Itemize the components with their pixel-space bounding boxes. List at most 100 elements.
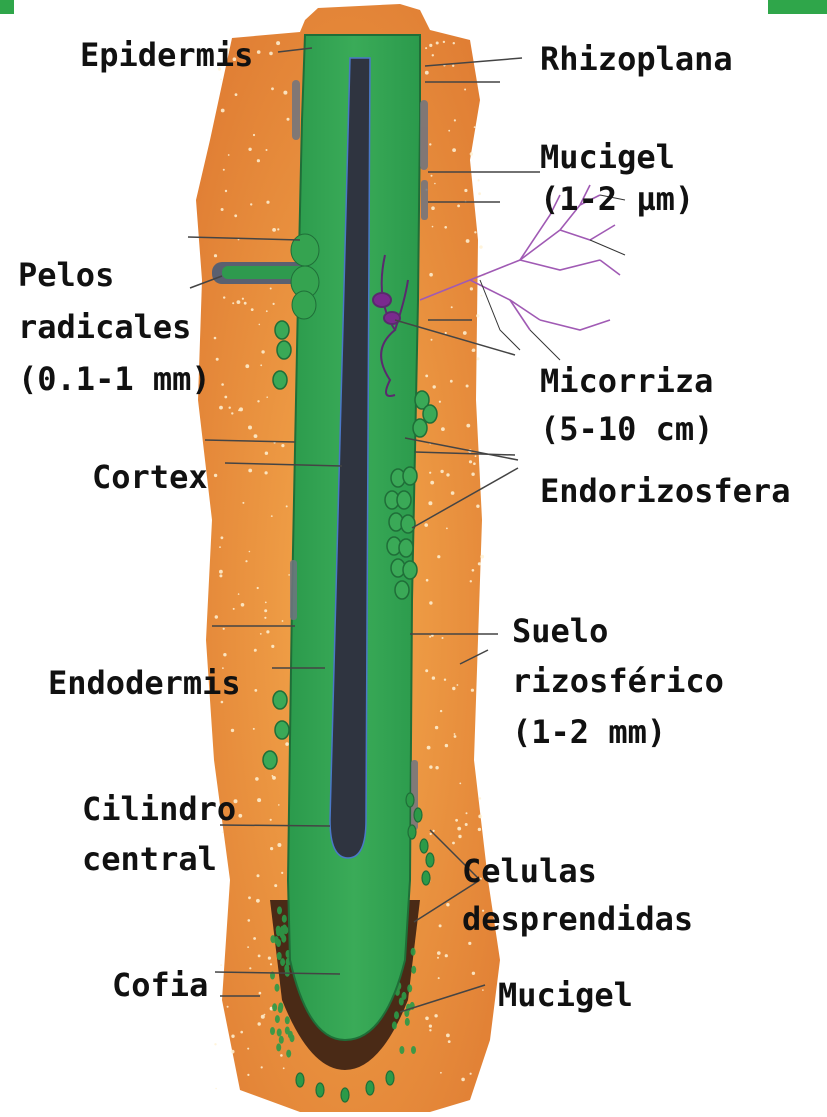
- soil-particle: [430, 833, 432, 835]
- soil-particle: [264, 609, 267, 612]
- soil-particle: [214, 254, 217, 257]
- soil-particle: [277, 228, 279, 230]
- soil-particle: [429, 601, 432, 604]
- soil-particle: [461, 1078, 465, 1082]
- soil-particle: [476, 505, 479, 508]
- soil-particle: [261, 1066, 263, 1068]
- soil-particle: [271, 645, 274, 648]
- cap-cell: [270, 1027, 275, 1035]
- soil-particle: [250, 203, 252, 205]
- label-endorizosfera: Endorizosfera: [540, 472, 790, 510]
- soil-particle: [428, 501, 432, 505]
- soil-particle: [466, 812, 468, 814]
- soil-particle: [253, 134, 255, 136]
- soil-particle: [270, 288, 272, 290]
- soil-particle: [283, 91, 287, 95]
- soil-particle: [248, 148, 251, 151]
- soil-particle: [478, 562, 481, 565]
- bacterial-cell: [277, 341, 291, 359]
- soil-particle: [437, 555, 440, 558]
- soil-particle: [242, 502, 244, 504]
- cap-cell: [282, 925, 287, 933]
- soil-particle: [473, 462, 476, 465]
- soil-particle: [257, 50, 261, 54]
- soil-particle: [248, 919, 251, 922]
- soil-particle: [478, 192, 481, 195]
- cap-cell: [279, 1036, 284, 1044]
- soil-particle: [431, 339, 433, 341]
- soil-particle: [233, 608, 235, 610]
- soil-particle: [424, 523, 428, 527]
- soil-particle: [440, 470, 443, 473]
- soil-particle: [265, 471, 268, 474]
- soil-particle: [429, 1029, 431, 1031]
- soil-particle: [231, 1035, 234, 1038]
- soil-particle: [242, 298, 244, 300]
- soil-particle: [451, 306, 453, 308]
- soil-particle: [445, 954, 448, 957]
- cap-cell: [280, 958, 285, 966]
- sloughed-cell: [420, 839, 428, 853]
- soil-particle: [214, 337, 217, 340]
- soil-particle: [470, 580, 472, 582]
- soil-particle: [270, 963, 272, 965]
- soil-particle: [451, 491, 455, 495]
- soil-particle: [457, 827, 461, 831]
- soil-particle: [464, 189, 467, 192]
- sloughed-cell: [386, 1071, 394, 1085]
- soil-particle: [259, 324, 261, 326]
- soil-particle: [261, 350, 264, 353]
- bacterial-cell: [275, 321, 289, 339]
- soil-particle: [429, 143, 431, 145]
- sloughed-cell: [408, 825, 416, 839]
- soil-particle: [214, 474, 217, 477]
- sloughed-cell: [341, 1088, 349, 1102]
- soil-particle: [221, 208, 224, 211]
- cap-cell: [282, 915, 287, 923]
- soil-particle: [469, 460, 472, 463]
- soil-particle: [215, 1088, 217, 1090]
- soil-particle: [465, 823, 468, 826]
- soil-particle: [259, 992, 262, 995]
- sloughed-cell: [316, 1083, 324, 1097]
- bacterial-cell: [397, 491, 411, 509]
- cap-cell: [285, 1016, 290, 1024]
- soil-particle: [264, 617, 266, 619]
- soil-particle: [426, 579, 429, 582]
- label-cofia: Cofia: [112, 966, 208, 1004]
- soil-particle: [434, 183, 436, 185]
- soil-particle: [440, 710, 442, 712]
- soil-particle: [470, 1073, 472, 1075]
- soil-particle: [466, 239, 470, 243]
- soil-particle: [481, 295, 483, 297]
- soil-particle: [463, 331, 467, 335]
- soil-particle: [266, 149, 268, 151]
- soil-particle: [235, 93, 238, 96]
- soil-particle: [248, 426, 252, 430]
- soil-particle: [464, 89, 466, 91]
- soil-particle: [429, 472, 431, 474]
- soil-particle: [446, 528, 448, 530]
- soil-particle: [471, 473, 474, 476]
- soil-particle: [223, 653, 226, 656]
- cap-cell: [411, 966, 416, 974]
- soil-particle: [437, 957, 439, 959]
- soil-particle: [425, 1017, 429, 1021]
- soil-particle: [436, 42, 439, 45]
- soil-particle: [433, 830, 435, 832]
- bacterial-cell: [275, 721, 289, 739]
- soil-particle: [221, 383, 224, 386]
- soil-particle: [278, 804, 280, 806]
- soil-particle: [430, 481, 434, 485]
- soil-particle: [457, 684, 459, 686]
- soil-particle: [240, 1031, 243, 1034]
- label-suelo: Suelo: [512, 612, 608, 650]
- soil-particle: [468, 942, 471, 945]
- soil-particle: [251, 308, 254, 311]
- soil-particle: [448, 1040, 451, 1043]
- cap-cell: [411, 948, 416, 956]
- cap-cell: [286, 1050, 291, 1058]
- soil-particle: [429, 1025, 432, 1028]
- soil-particle: [474, 126, 476, 128]
- soil-particle: [228, 154, 230, 156]
